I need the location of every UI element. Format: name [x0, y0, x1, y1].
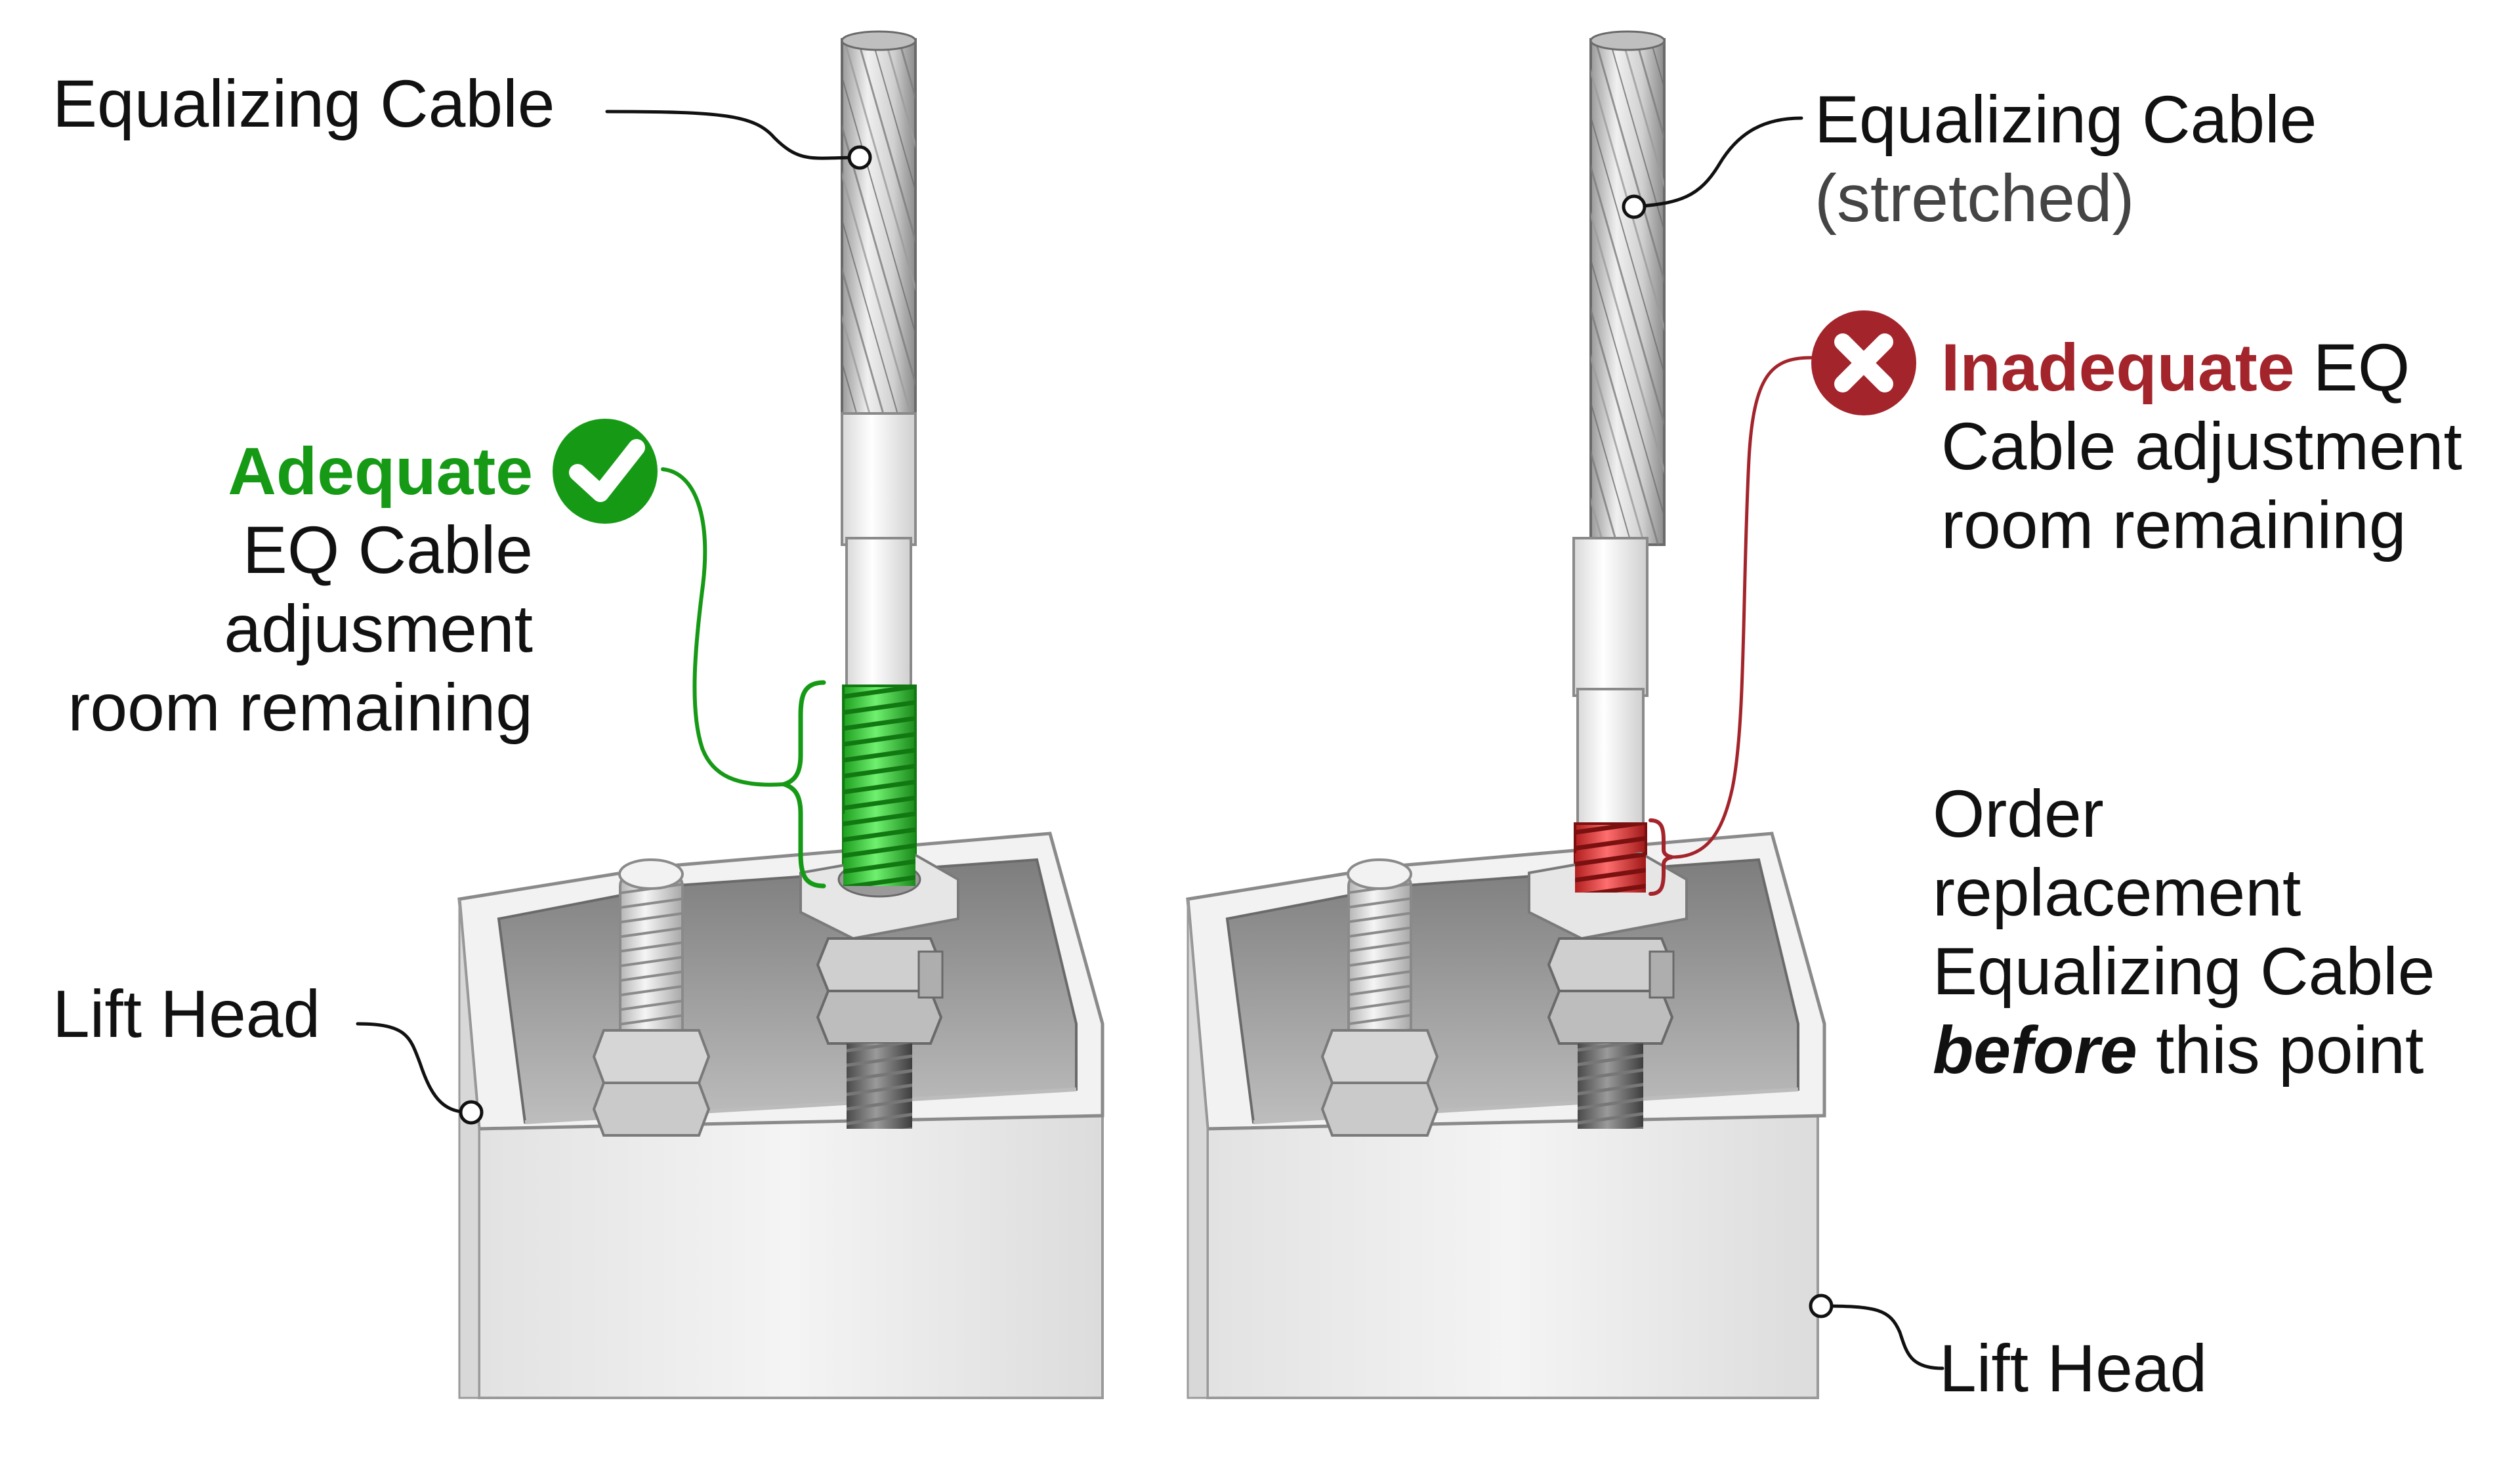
left-lift-head-label: Lift Head: [52, 977, 321, 1051]
left-lift-head-leader: [356, 1022, 473, 1114]
order-line-3: Equalizing Cable: [1933, 934, 2435, 1009]
left-assembly: [457, 30, 1104, 1399]
adequate-word: Adequate: [228, 434, 533, 509]
inadequate-leader: [1670, 356, 1813, 859]
order-emphasis: before: [1933, 1013, 2137, 1087]
right-cable-label: Equalizing Cable: [1815, 82, 2317, 157]
left-cable-label: Equalizing Cable: [52, 66, 555, 141]
right-lift-head-leader-dot: [1809, 1294, 1834, 1318]
right-cable-label-block: Equalizing Cable (stretched): [1815, 80, 2317, 238]
left-cable-leader-dot: [847, 145, 872, 170]
left-lift-head: [457, 832, 1104, 1399]
adequate-leader: [661, 467, 786, 787]
left-cable-leader: [605, 110, 862, 160]
right-anchor-bolt: [1320, 858, 1439, 1137]
right-status-line-2: Cable adjustment: [1941, 409, 2462, 484]
left-status-line-1: EQ Cable: [242, 513, 533, 587]
order-line-2: replacement: [1933, 855, 2301, 930]
right-cable-leader: [1632, 116, 1803, 209]
right-status-block: Inadequate EQ Cable adjustment room rema…: [1941, 328, 2462, 564]
right-lift-head-leader: [1819, 1304, 1944, 1370]
right-lift-head-label: Lift Head: [1939, 1331, 2208, 1406]
order-line-4: before this point: [1933, 1011, 2435, 1089]
right-equalizing-cable: [1528, 30, 1688, 1129]
right-status-line-1-rest: EQ: [2294, 330, 2410, 405]
left-status-line-2: adjusment: [224, 591, 533, 666]
left-equalizing-cable: [799, 30, 959, 1129]
right-status-line-3: room remaining: [1941, 488, 2406, 562]
right-cable-note: (stretched): [1815, 161, 2135, 236]
x-circle-icon: [1811, 310, 1916, 415]
check-circle-icon: [553, 419, 658, 524]
right-status-line-1: Inadequate EQ: [1941, 328, 2462, 407]
left-anchor-bolt: [592, 858, 711, 1137]
right-lift-head: [1186, 832, 1826, 1399]
inadequate-word: Inadequate: [1941, 330, 2295, 405]
leader-lines: [356, 110, 1944, 1370]
left-lift-head-leader-dot: [459, 1100, 484, 1125]
order-line-1: Order: [1933, 776, 2104, 851]
right-cable-leader-dot: [1622, 194, 1647, 219]
left-status-block: Adequate EQ Cable adjusment room remaini…: [0, 432, 533, 747]
right-assembly: [1186, 30, 1826, 1399]
order-note-block: Order replacement Equalizing Cable befor…: [1933, 774, 2435, 1089]
order-line-4-rest: this point: [2137, 1013, 2424, 1087]
left-status-line-3: room remaining: [68, 670, 533, 745]
